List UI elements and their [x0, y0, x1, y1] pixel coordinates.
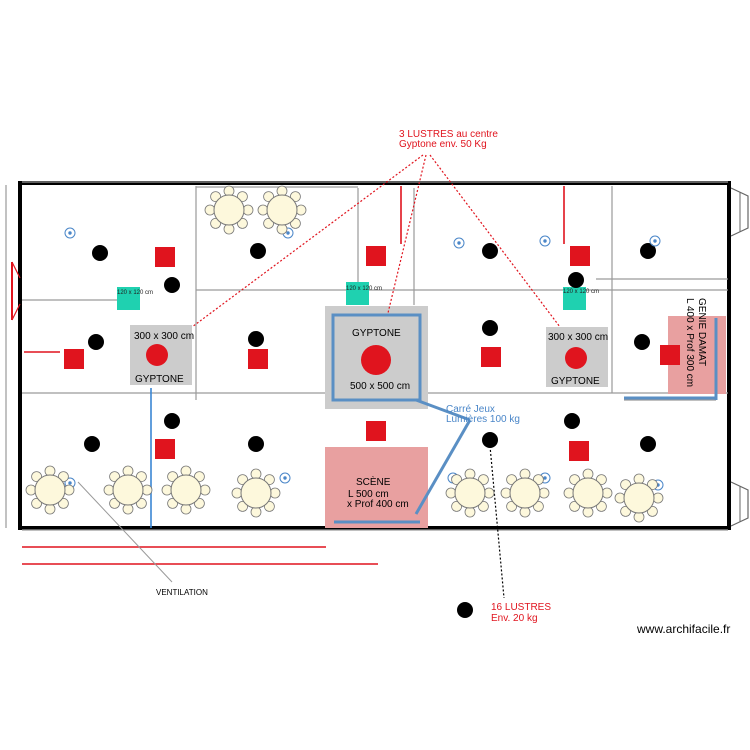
- black-lustre[interactable]: [568, 272, 584, 288]
- fan-icon[interactable]: [539, 235, 551, 247]
- red-square-fixture[interactable]: [569, 441, 589, 461]
- centre-lustre[interactable]: [565, 347, 587, 369]
- centre-lustres: [146, 344, 587, 375]
- red-square-fixture[interactable]: [155, 439, 175, 459]
- red-leader-lines: [191, 154, 561, 328]
- ventilation-label: VENTILATION: [156, 588, 208, 597]
- black-leader-line: [489, 445, 505, 599]
- black-lustre[interactable]: [640, 243, 656, 259]
- right-door-top[interactable]: [730, 187, 749, 237]
- red-square-fixture[interactable]: [481, 347, 501, 367]
- scene-title: SCÈNE: [356, 475, 391, 488]
- scene-depth: x Prof 400 cm: [347, 499, 409, 510]
- round-table[interactable]: [161, 465, 211, 515]
- carre-jeux-truss: [331, 313, 718, 524]
- round-tables: [25, 185, 664, 523]
- table-top: [112, 474, 144, 506]
- round-table[interactable]: [204, 185, 254, 235]
- centre-lustre[interactable]: [146, 344, 168, 366]
- round-table[interactable]: [445, 468, 495, 518]
- black-lustre[interactable]: [164, 277, 180, 293]
- red-square-fixture[interactable]: [155, 247, 175, 267]
- black-lustre[interactable]: [248, 331, 264, 347]
- black-lustres: [84, 243, 656, 618]
- right-door-bottom[interactable]: [730, 481, 749, 527]
- left-door[interactable]: [11, 261, 21, 321]
- legend-lustre-icon: [457, 602, 473, 618]
- table-top: [213, 194, 245, 226]
- table-top: [34, 474, 66, 506]
- table-top: [170, 474, 202, 506]
- gyptone-right-label: GYPTONE: [551, 376, 600, 387]
- black-lustre[interactable]: [482, 243, 498, 259]
- genie-damat-size: L 400 x Prof 300 cm: [684, 298, 695, 387]
- table-top: [240, 477, 272, 509]
- fan-icon[interactable]: [649, 235, 661, 247]
- vent-label: 120 x 120 cm: [563, 289, 599, 295]
- carre-jeux-title: Carré Jeux: [446, 404, 495, 415]
- black-lustre[interactable]: [88, 334, 104, 350]
- vent-label: 120 x 120 cm: [117, 290, 153, 296]
- black-lustre[interactable]: [164, 413, 180, 429]
- red-dimension-lines: [22, 186, 565, 565]
- round-table[interactable]: [563, 468, 613, 518]
- black-lustre[interactable]: [250, 243, 266, 259]
- fan-icon[interactable]: [279, 472, 291, 484]
- red-square-fixture[interactable]: [366, 421, 386, 441]
- gyptone-right-size: 300 x 300 cm: [548, 332, 608, 343]
- black-lustre[interactable]: [564, 413, 580, 429]
- black-lustre[interactable]: [92, 245, 108, 261]
- vent-label: 120 x 120 cm: [346, 286, 382, 292]
- black-lustre[interactable]: [482, 432, 498, 448]
- vent[interactable]: [346, 282, 369, 305]
- black-lustre[interactable]: [640, 436, 656, 452]
- black-lustre[interactable]: [634, 334, 650, 350]
- red-square-fixture[interactable]: [248, 349, 268, 369]
- fan-icon[interactable]: [64, 227, 76, 239]
- table-top: [623, 482, 655, 514]
- red-square-fixtures: [64, 246, 680, 461]
- table-top: [572, 477, 604, 509]
- round-table[interactable]: [257, 185, 307, 235]
- centre-lustre[interactable]: [361, 345, 391, 375]
- round-table[interactable]: [231, 468, 281, 518]
- red-square-fixture[interactable]: [64, 349, 84, 369]
- carre-jeux-weight: Lumières 100 kg: [446, 414, 520, 425]
- black-lustre[interactable]: [84, 436, 100, 452]
- gyptone-center-size: 500 x 500 cm: [350, 381, 410, 392]
- scene-length: L 500 cm: [348, 489, 389, 500]
- lustres-centre-weight: Gyptone env. 50 Kg: [399, 139, 487, 150]
- table-top: [266, 194, 298, 226]
- lustres-16-title: 16 LUSTRES: [491, 602, 551, 613]
- watermark: www.archifacile.fr: [636, 622, 730, 636]
- lustres-16-weight: Env. 20 kg: [491, 613, 538, 624]
- gyptone-center-label: GYPTONE: [352, 328, 401, 339]
- red-square-fixture[interactable]: [660, 345, 680, 365]
- black-lustre[interactable]: [482, 320, 498, 336]
- table-top: [509, 477, 541, 509]
- lustres-centre-title: 3 LUSTRES au centre: [399, 129, 498, 140]
- scene-stage[interactable]: [325, 447, 428, 528]
- round-table[interactable]: [103, 465, 153, 515]
- red-square-fixture[interactable]: [366, 246, 386, 266]
- vents: [117, 282, 586, 310]
- black-lustre[interactable]: [248, 436, 264, 452]
- vent[interactable]: [117, 287, 140, 310]
- genie-damat-title: GENIE DAMAT: [696, 298, 707, 366]
- round-table[interactable]: [25, 465, 75, 515]
- round-table[interactable]: [500, 468, 550, 518]
- gyptone-left-label: GYPTONE: [135, 374, 184, 385]
- fan-icon[interactable]: [453, 237, 465, 249]
- gyptone-left-size: 300 x 300 cm: [134, 331, 194, 342]
- round-table[interactable]: [614, 473, 664, 523]
- vent[interactable]: [563, 287, 586, 310]
- ventilation-leader-line: [77, 481, 173, 583]
- table-top: [454, 477, 486, 509]
- red-square-fixture[interactable]: [570, 246, 590, 266]
